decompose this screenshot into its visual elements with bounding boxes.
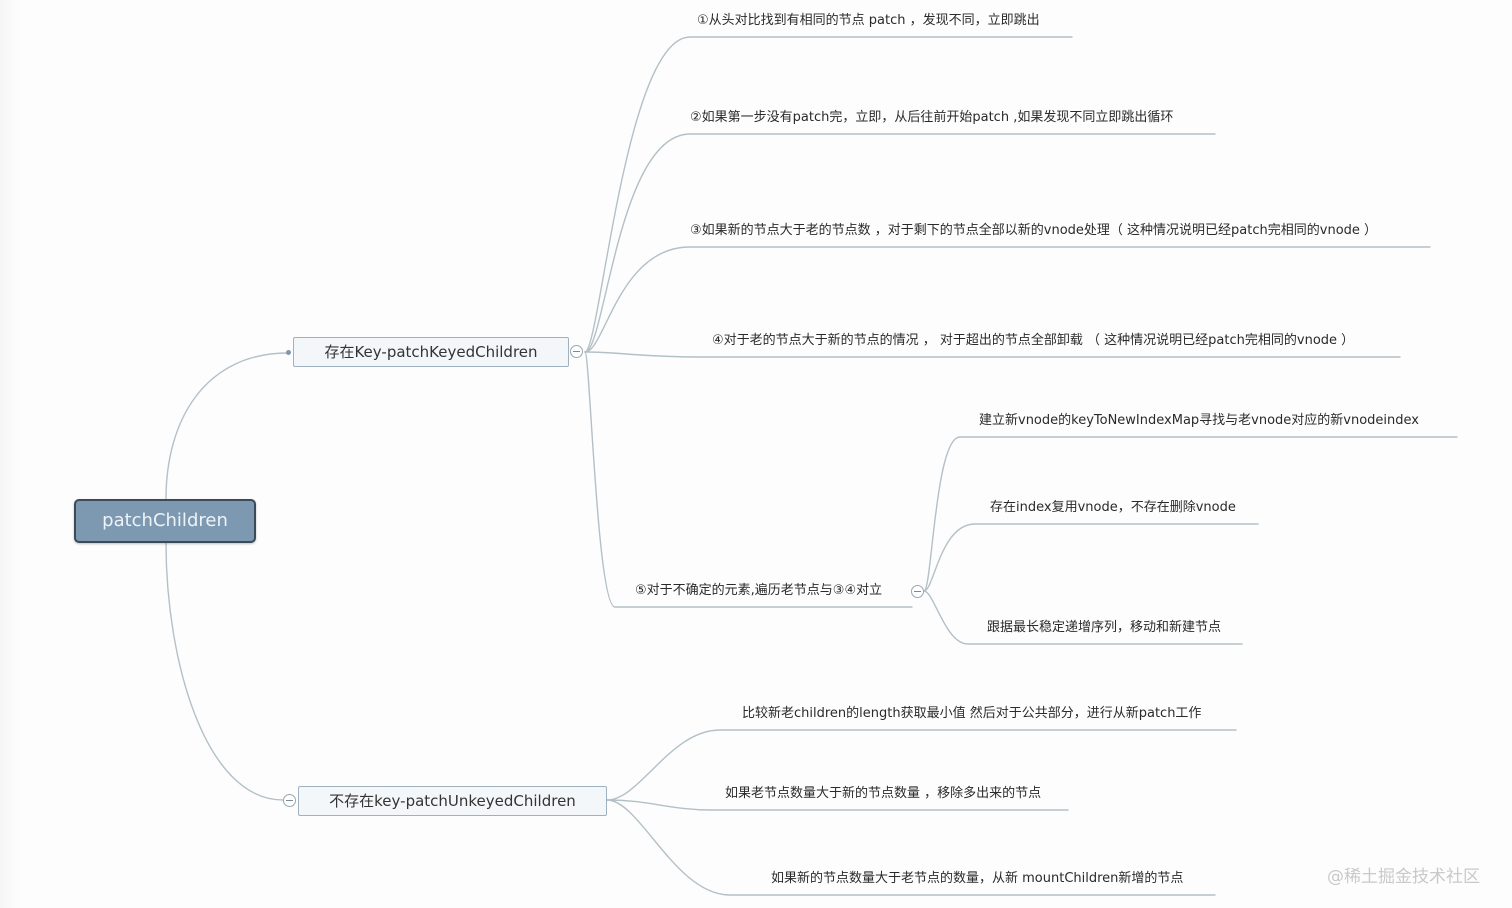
step-3-leaf[interactable]: ③如果新的节点大于老的节点数 ，对于剩下的节点全部以新的vnode处理（ 这种情…	[690, 223, 1378, 238]
watermark-text: @稀土掘金技术社区	[1327, 867, 1480, 887]
step5-child-3-leaf[interactable]: 跟据最长稳定递增序列，移动和新建节点	[987, 620, 1222, 635]
branch-node-unkeyed[interactable]: 不存在key-patchUnkeyedChildren	[298, 786, 607, 816]
branch-node-unkeyed-label: 不存在key-patchUnkeyedChildren	[329, 792, 576, 810]
keyed-collapse-icon[interactable]	[570, 345, 583, 358]
connector-unkeyed-child-1	[606, 729, 1237, 801]
connector-step5-child-2	[923, 523, 1259, 592]
step-2-leaf[interactable]: ②如果第一步没有patch完，立即，从后往前开始patch ,如果发现不同立即跳…	[690, 110, 1174, 125]
connector-root-to-unkeyed	[165, 542, 284, 801]
step5-collapse-icon[interactable]	[911, 585, 924, 598]
connector-step-1	[584, 36, 1073, 353]
step-4-leaf[interactable]: ④对于老的节点大于新的节点的情况 ， 对于超出的节点全部卸载 （ 这种情况说明已…	[712, 333, 1355, 348]
step-1-leaf[interactable]: ①从头对比找到有相同的节点 patch ，发现不同，立即跳出	[697, 13, 1040, 28]
connector-step-2	[584, 133, 1216, 353]
unkeyed-child-1-leaf[interactable]: 比较新老children的length获取最小值 然后对于公共部分，进行从新pa…	[742, 706, 1202, 721]
unkeyed-child-2-leaf[interactable]: 如果老节点数量大于新的节点数量 ，移除多出来的节点	[725, 786, 1042, 801]
unkeyed-child-3-leaf[interactable]: 如果新的节点数量大于老节点的数量，从新 mountChildren新增的节点	[771, 871, 1184, 886]
step5-child-1-leaf[interactable]: 建立新vnode的keyToNewIndexMap寻找与老vnode对应的新vn…	[979, 413, 1419, 428]
connector-step5-child-3	[923, 590, 1243, 645]
connector-unkeyed-child-3	[606, 799, 1216, 896]
connector-step5-child-1	[923, 436, 1458, 592]
unkeyed-collapse-icon[interactable]	[283, 794, 296, 807]
branch-node-keyed[interactable]: 存在Key-patchKeyedChildren	[293, 337, 569, 367]
branch-node-keyed-label: 存在Key-patchKeyedChildren	[324, 343, 538, 361]
step-5-leaf[interactable]: ⑤对于不确定的元素,遍历老节点与③④对立	[635, 583, 883, 598]
keyed-connector-dot	[286, 350, 291, 355]
root-node-label: patchChildren	[102, 510, 228, 531]
root-node-patch-children[interactable]: patchChildren	[74, 499, 256, 543]
connector-step-3	[584, 246, 1431, 353]
step5-child-2-leaf[interactable]: 存在index复用vnode，不存在删除vnode	[990, 500, 1236, 515]
connector-step-4	[584, 351, 1401, 358]
connector-root-to-keyed	[165, 352, 289, 500]
connector-unkeyed-child-2	[606, 799, 1069, 811]
connector-step-5	[584, 351, 913, 608]
